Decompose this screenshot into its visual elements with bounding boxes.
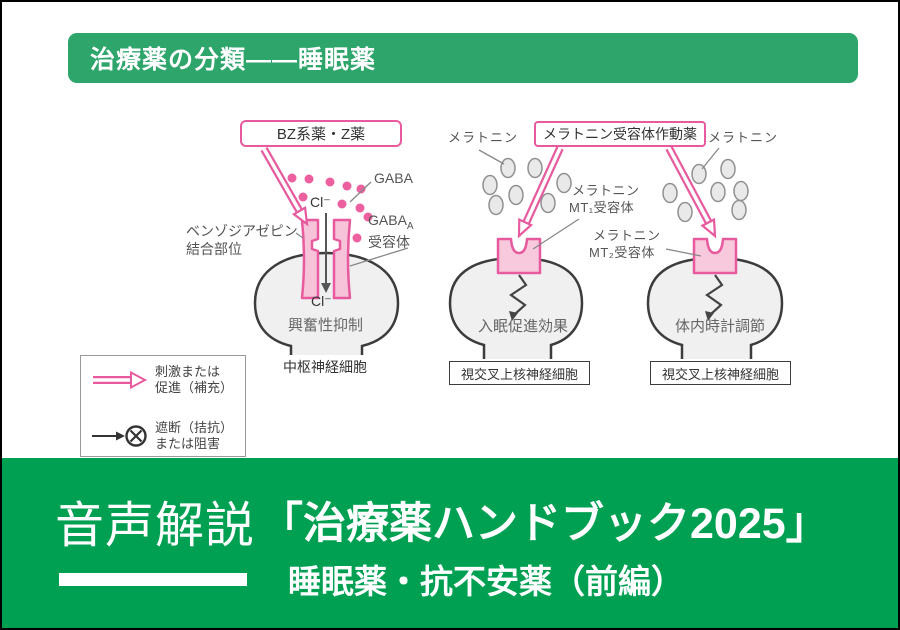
scn-cell-right-shape [646,256,784,359]
melatonin-dots-left [482,157,572,216]
audio-commentary-label: 音声解説 [55,499,256,553]
central-nerve-cell-label: 中枢神経細胞 [283,359,367,375]
sleep-onset-effect-label: 入眠促進効果 [478,318,569,335]
banner-title: 「治療薬ハンドブック2025」 [260,500,829,548]
scn-cell-left-label: 視交叉上核神経細胞 [449,361,590,385]
gaba-label: GABA [374,170,413,186]
header-title: 治療薬の分類——睡眠薬 [90,46,377,74]
zigzag-arrow-left [509,274,528,321]
legend-stimulate-label: 刺激または 促進（補充） [155,364,234,396]
mt2-receptor-label: メラトニン MT₂受容体 [589,228,661,260]
body-clock-label: 体内時計調節 [675,318,766,335]
melatonin-dots-right [662,158,749,223]
bz-drug-label: BZ系薬・Z薬 [276,126,366,143]
chloride-bottom-label: Cl⁻ [311,293,332,309]
melatonin-arrow-left [517,146,564,239]
melatonin-arrow-right [665,146,717,239]
melatonin-agonist-label: メラトニン受容体作動薬 [543,126,697,142]
bz-arrow [260,147,309,227]
mt1-receptor-label: メラトニン MT₁受容体 [569,183,640,215]
benzodiazepine-binding-site-label: ベンゾジアゼピン 結合部位 [186,223,298,257]
header-bar: 治療薬の分類——睡眠薬 [68,33,858,83]
banner-subtitle: 睡眠薬・抗不安薬（前編） [288,563,684,600]
excitatory-inhibition-label: 興奮性抑制 [288,317,364,334]
mt1-receptor-shape [496,237,542,275]
chloride-top-label: Cl⁻ [310,194,331,210]
audio-banner: 音声解説 「治療薬ハンドブック2025」 睡眠薬・抗不安薬（前編） [2,458,898,628]
legend-stimulate-arrow-icon [93,371,147,390]
legend-block-arrow-icon [92,425,147,447]
legend-block-label: 遮断（拮抗） または阻害 [155,419,234,451]
scn-cell-right-label: 視交叉上核神経細胞 [650,361,791,385]
scn-cell-left-shape [448,256,584,359]
legend-block-row: 遮断（拮抗） または阻害 [91,420,239,453]
audio-underline [59,573,247,586]
legend-stimulate-row: 刺激または 促進（補充） [91,364,239,397]
legend-box: 刺激または 促進（補充） 遮断（拮抗） または阻害 [80,355,246,457]
melatonin-left-label: メラトニン [448,130,519,145]
chloride-arrow [321,213,331,293]
channel-pillars [300,218,352,300]
mt2-receptor-shape [692,237,738,275]
melatonin-right-label: メラトニン [708,130,779,145]
zigzag-arrow-right [705,274,724,321]
gabaa-receptor-label: GABAA 受容体 [368,212,414,250]
bz-drug-box: BZ系薬・Z薬 [240,120,402,147]
melatonin-agonist-box: メラトニン受容体作動薬 [534,121,706,147]
